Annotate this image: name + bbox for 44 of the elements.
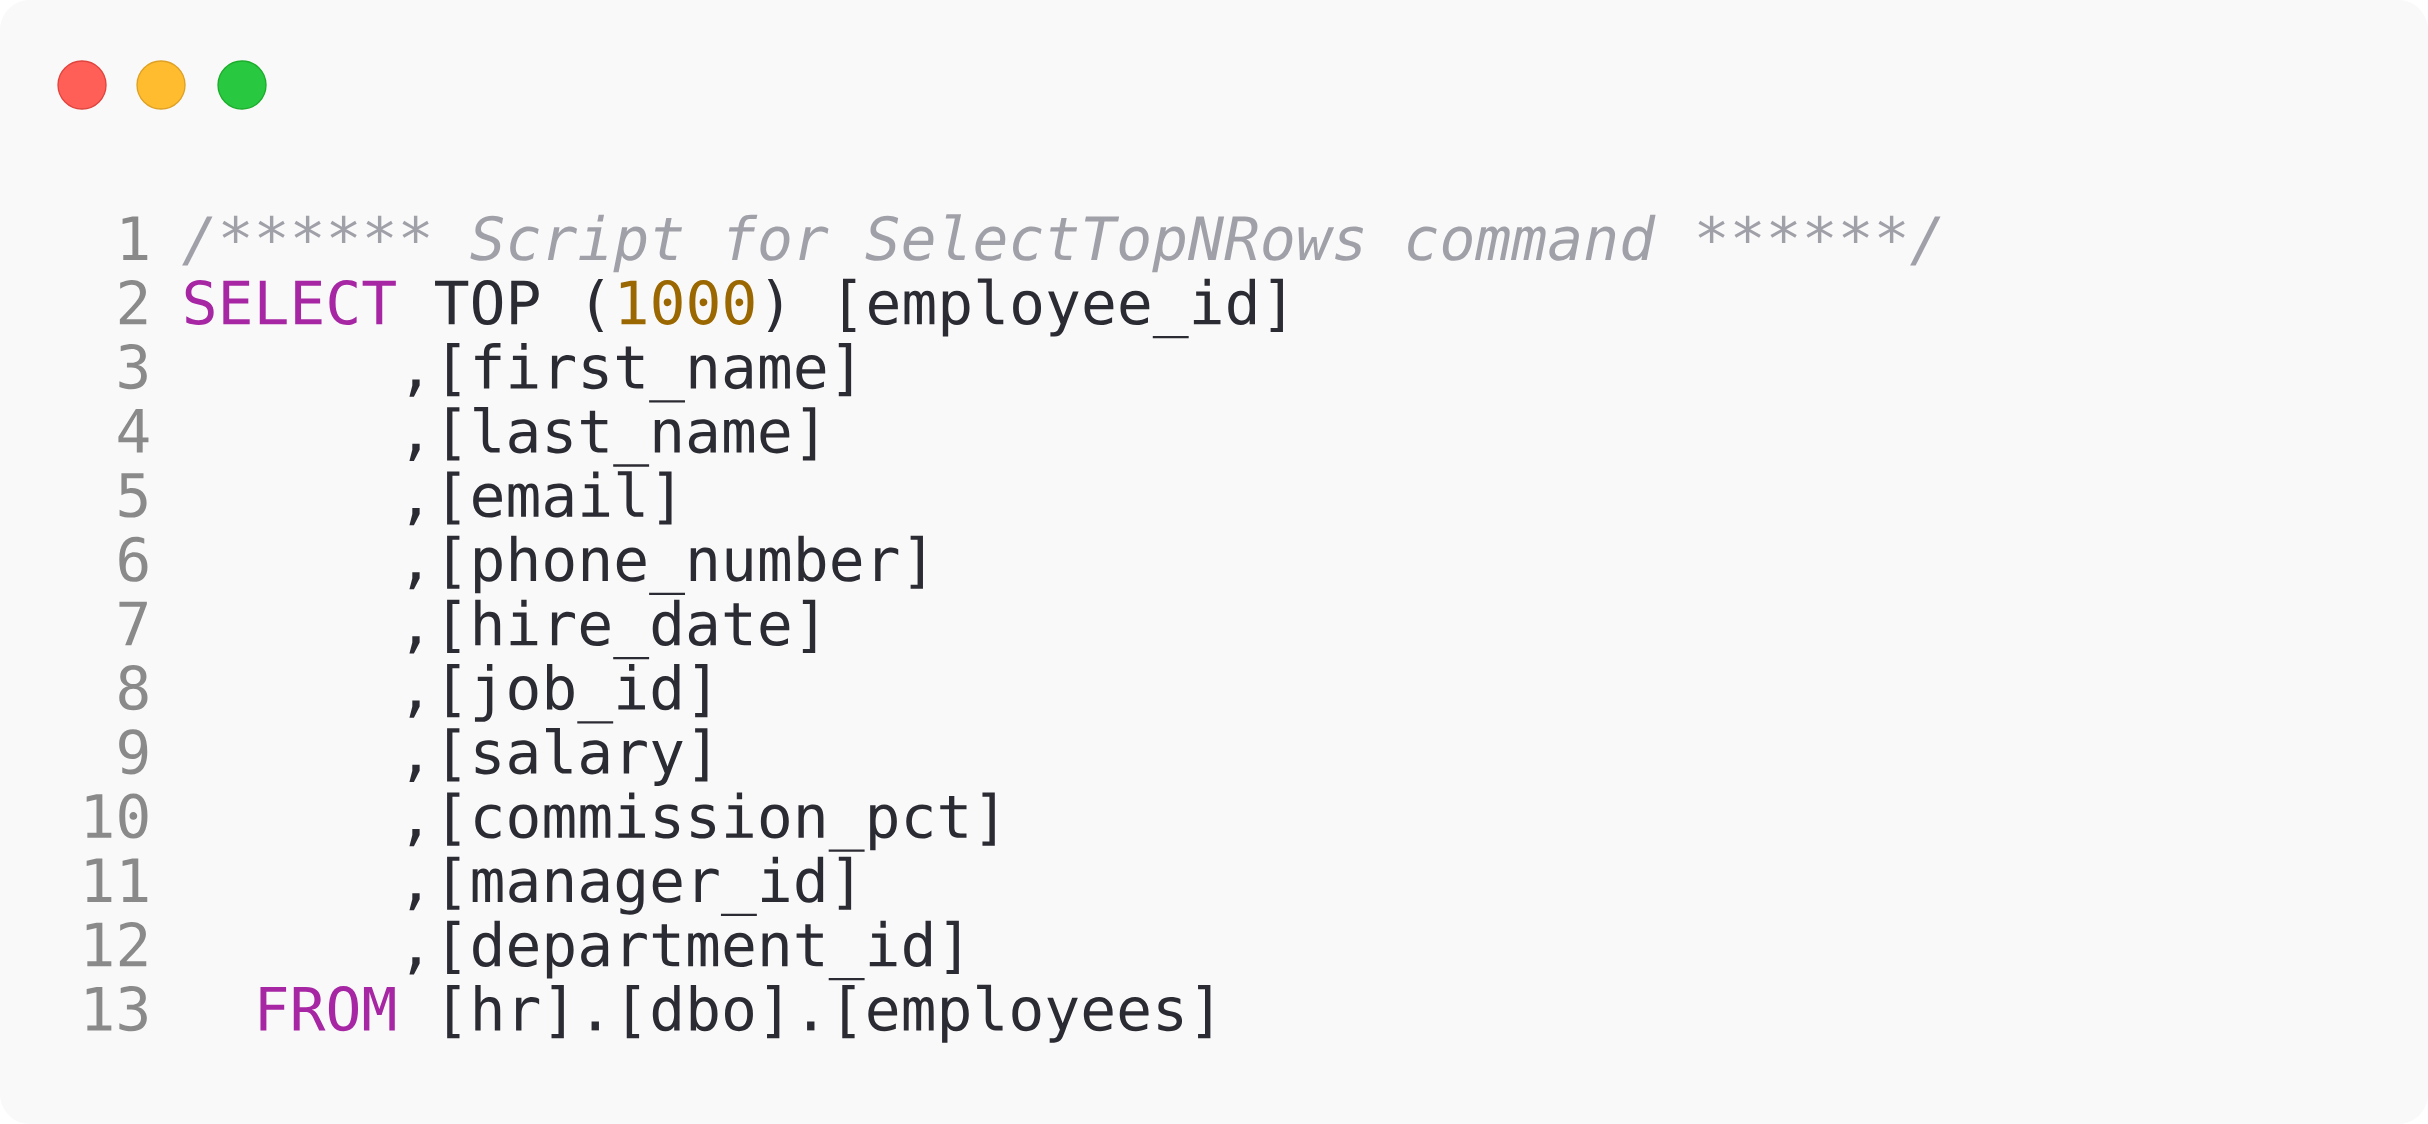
code-keyword: FROM [260,986,395,1032]
code-comment: * [1878,215,1905,243]
line-number: 12 [86,921,147,967]
code-text: ,[salary] [409,727,708,786]
code-text: ,[hire_date] [409,599,816,660]
code-text: ,[first_name] [409,343,852,403]
code-text: ,[last_name] [409,406,816,467]
code-comment: * [330,215,357,243]
code-text: [hr].[dbo].[employees] [447,984,1211,1043]
code-text: ,[department_id] [409,920,959,981]
line-number: 4 [118,409,149,453]
line-number: 3 [119,344,147,390]
code-keyword: SELECT [185,279,396,326]
code-text: ,[email] [409,471,672,526]
line-number: 11 [86,858,148,902]
code-comment: * [1770,215,1797,243]
line-number: 2 [119,279,147,325]
number-literal: 1000 [620,279,754,326]
code-comment: * [1842,215,1869,243]
code-comment: * [366,215,393,243]
code-comment: * [1806,215,1833,243]
line-number: 7 [119,601,147,646]
code-comment: * [402,215,429,243]
line-number: 5 [119,473,147,518]
code-text: ,[job_id] [409,664,708,724]
line-number: 13 [86,986,147,1032]
line-number: 10 [86,793,148,839]
line-number: 8 [119,665,148,711]
code-text: ) [employee_id] [767,278,1283,339]
line-number: 6 [119,536,148,582]
code-comment: Script for SelectTopNRows command [470,214,1656,273]
line-number: 1 [122,216,148,260]
code-text: ,[manager_id] [409,856,852,917]
code-comment: / [1910,216,1941,266]
code-comment: * [222,215,249,243]
code-comment: * [1734,215,1761,243]
code-comment: * [294,215,321,243]
code-comment: * [1698,215,1725,243]
code-comment: / [182,216,213,266]
code-text: ,[phone_number] [409,535,923,596]
line-number: 9 [119,729,148,775]
code-comment: * [258,215,285,243]
code-text: TOP ( [435,278,604,333]
code-text: ,[commission_pct] [409,792,995,852]
